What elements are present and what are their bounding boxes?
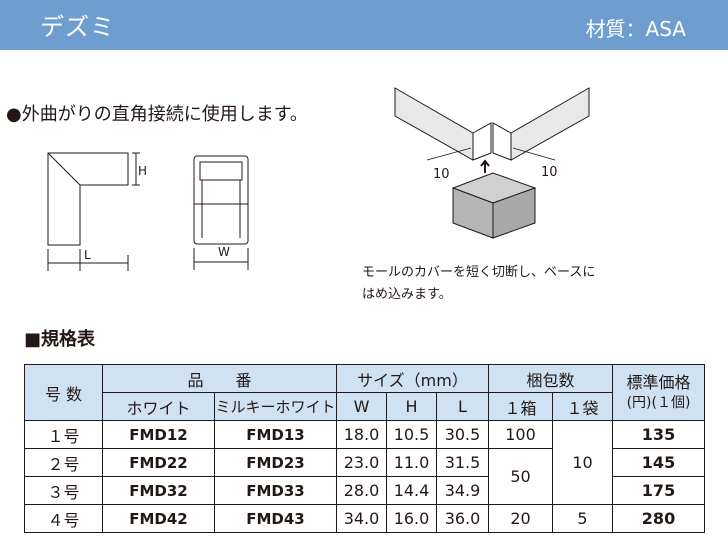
row-l: 31.5 bbox=[436, 448, 489, 477]
cut-left-label: 10 bbox=[433, 167, 450, 182]
header-price-line-2: (円)(１個) bbox=[626, 394, 691, 411]
row-price: 175 bbox=[612, 476, 705, 505]
row-white-code: FMD32 bbox=[102, 476, 215, 505]
header-number: 号 数 bbox=[24, 364, 103, 421]
row-box: 50 bbox=[488, 448, 553, 505]
illustration-caption: モールのカバーを短く切断し、ベースに はめ込みます。 bbox=[362, 262, 595, 306]
row-h: 14.4 bbox=[386, 476, 437, 505]
row-price: 135 bbox=[612, 420, 705, 449]
row-h: 11.0 bbox=[386, 448, 437, 477]
dim-l-label: L bbox=[84, 248, 91, 262]
row-milky-code: FMD43 bbox=[214, 504, 337, 533]
row-number: ４号 bbox=[24, 504, 103, 533]
table-row: ３号 FMD32 FMD33 28.0 14.4 34.9 175 bbox=[24, 476, 705, 505]
row-bag: 10 bbox=[552, 420, 613, 505]
row-white-code: FMD12 bbox=[102, 420, 215, 449]
header-bar: デズミ 材質：ASA bbox=[0, 0, 728, 50]
spec-table-title: ■規格表 bbox=[24, 329, 96, 350]
header-packing: 梱包数 bbox=[488, 364, 613, 393]
material-label: 材質：ASA bbox=[585, 17, 686, 41]
header-price: 標準価格 (円)(１個) bbox=[612, 364, 705, 421]
header-price-line-1: 標準価格 bbox=[626, 372, 691, 392]
header-white: ホワイト bbox=[102, 392, 215, 421]
front-view-drawing: H L bbox=[47, 152, 147, 271]
row-milky-code: FMD33 bbox=[214, 476, 337, 505]
header-l: L bbox=[436, 392, 489, 421]
row-milky-code: FMD13 bbox=[214, 420, 337, 449]
row-milky-code: FMD23 bbox=[214, 448, 337, 477]
row-w: 28.0 bbox=[336, 476, 387, 505]
row-w: 18.0 bbox=[336, 420, 387, 449]
header-h: H bbox=[386, 392, 437, 421]
row-h: 10.5 bbox=[386, 420, 437, 449]
row-h: 16.0 bbox=[386, 504, 437, 533]
dim-h-label: H bbox=[138, 164, 147, 178]
row-white-code: FMD22 bbox=[102, 448, 215, 477]
table-row: １号 FMD12 FMD13 18.0 10.5 30.5 100 10 135 bbox=[24, 420, 705, 505]
row-box: 100 bbox=[488, 420, 553, 449]
row-l: 36.0 bbox=[436, 504, 489, 533]
row-l: 34.9 bbox=[436, 476, 489, 505]
header-milky: ミルキーホワイト bbox=[214, 392, 337, 421]
header-box: １箱 bbox=[488, 392, 553, 421]
header-bag: １袋 bbox=[552, 392, 613, 421]
spec-table: 号 数 品 番 サイズ（mm） 梱包数 標準価格 (円)(１個) ホワイト ミル… bbox=[24, 364, 705, 533]
row-white-code: FMD42 bbox=[102, 504, 215, 533]
row-number: １号 bbox=[24, 420, 103, 449]
row-box: 20 bbox=[488, 504, 553, 533]
row-l: 30.5 bbox=[436, 420, 489, 449]
cut-right-label: 10 bbox=[541, 165, 558, 180]
row-price: 145 bbox=[612, 448, 705, 477]
row-number: ２号 bbox=[24, 448, 103, 477]
dim-w-label: W bbox=[218, 245, 230, 259]
installation-illustration: 10 10 bbox=[394, 87, 590, 239]
row-w: 23.0 bbox=[336, 448, 387, 477]
row-w: 34.0 bbox=[336, 504, 387, 533]
caption-line-2: はめ込みます。 bbox=[362, 287, 452, 302]
row-number: ３号 bbox=[24, 476, 103, 505]
row-bag: 5 bbox=[552, 504, 613, 533]
page-title: デズミ bbox=[40, 13, 115, 41]
caption-line-1: モールのカバーを短く切断し、ベースに bbox=[362, 265, 596, 280]
table-row: ２号 FMD22 FMD23 23.0 11.0 31.5 50 145 bbox=[24, 448, 705, 505]
header-w: W bbox=[336, 392, 387, 421]
row-price: 280 bbox=[612, 504, 705, 533]
header-product: 品 番 bbox=[102, 364, 337, 393]
description-text: ●外曲がりの直角接続に使用します。 bbox=[6, 104, 308, 125]
header-size: サイズ（mm） bbox=[336, 364, 489, 393]
table-row: ４号 FMD42 FMD43 34.0 16.0 36.0 20 5 280 bbox=[24, 504, 705, 533]
side-view-drawing: W bbox=[193, 155, 249, 270]
